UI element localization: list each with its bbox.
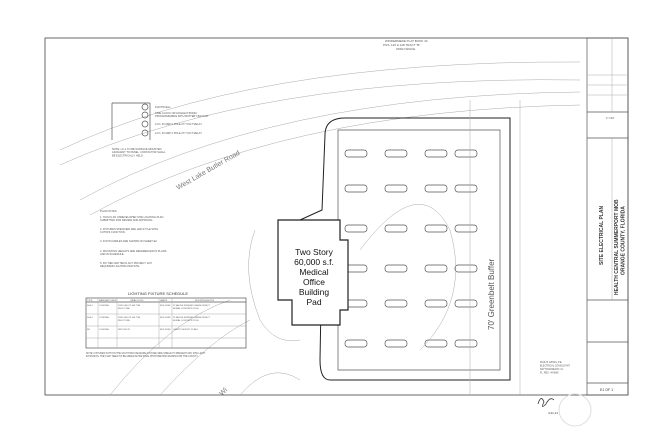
stamp-line: ELECTRICAL CONSULTANT — [540, 365, 571, 368]
open-space-line: OPEN SPACE — [396, 47, 415, 51]
parking-island — [454, 184, 478, 193]
parking-island — [424, 149, 448, 158]
engineer-stamp: PAUL B. ESTES, P.E. ELECTRICAL CONSULTAN… — [537, 361, 592, 427]
project-location: ORANGE COUNTY, FLORIDA — [621, 206, 627, 275]
parking-island — [424, 299, 448, 308]
sheet-title: SITE ELECTRICAL PLAN — [599, 206, 605, 265]
schedule-cell: DSX0 LED P3 40K T5M MVOLT SPA — [118, 317, 141, 322]
lighting-control-diagram: PHOTOCELL TIME CLOCK OR AN ELECTRONIC PR… — [111, 102, 209, 157]
schedule-title: LIGHTING FIXTURE SCHEDULE — [128, 291, 188, 296]
open-space-line: PGS. 126 & 128 TRACT "B" — [383, 43, 420, 47]
schedule-header: CATALOG NO. — [130, 299, 144, 302]
parking-island — [424, 264, 448, 273]
parking-island — [384, 339, 408, 348]
schedule-cell: INCLUDED — [160, 329, 171, 331]
stamp-line: DAYTONA BEACH, FL — [540, 368, 564, 371]
schedule-cell: 25' ABOVE FINISHED GRADE DIRECT BURIAL C… — [173, 316, 211, 322]
control-item: LCO, 30 AMP 2 POLE 277 VOLT RELAY — [155, 122, 202, 126]
parking-island — [424, 224, 448, 233]
parking-island — [384, 299, 408, 308]
signature — [537, 398, 555, 407]
parking-island — [344, 339, 368, 348]
stamp-line: FL. REG. 44 6865 — [540, 373, 559, 375]
parking-island — [384, 149, 408, 158]
schedule-cell: WL — [87, 329, 91, 331]
schedule-note: NOTE: FIXTURES WITH ON THE SOUTH MAY REQ… — [86, 352, 206, 358]
parking-island — [344, 224, 368, 233]
building-label-line: Pad — [306, 297, 321, 307]
sheet-number: E1 OF 1 — [600, 388, 613, 392]
stamp-line: PAUL B. ESTES, P.E. — [540, 361, 562, 364]
parking-island — [344, 149, 368, 158]
schedule-header: LAMPS — [160, 299, 168, 302]
parking-island — [454, 299, 478, 308]
plan-note: 2. FIXTURES SPECIFIED ARE LED STYLE WITH… — [100, 227, 159, 234]
building-label-line: Building — [299, 287, 330, 297]
building-pad: Two Story 60,000 s.f. Medical Office Bui… — [248, 219, 349, 342]
project-name: HEALTH CENTRAL SUMMERPORT MOB — [614, 199, 620, 295]
parking-island — [454, 224, 478, 233]
open-space-label: WINDERMERE PLAT BOOK 34 PGS. 126 & 128 T… — [383, 39, 428, 51]
building-label-line: Office — [303, 277, 325, 287]
parking-island — [424, 339, 448, 348]
schedule-cell: INCLUDED — [160, 305, 171, 307]
schedule-cell: WST LED P1 — [118, 329, 131, 331]
schedule-cell: LITHONIA — [99, 304, 109, 307]
parking-island — [384, 184, 408, 193]
schedule-cell: CANOPY MOUNT 12' AFG — [173, 328, 198, 331]
sheet-border — [44, 37, 629, 396]
schedule-cell: DSX0 LED P3 40K T4M MVOLT SPA — [118, 305, 141, 310]
building-label-line: Two Story — [295, 247, 334, 257]
schedule-header: MOUNTING/NOTES — [195, 300, 215, 302]
parking-island — [454, 149, 478, 158]
schedule-cell: SLA-1 — [87, 304, 94, 307]
parking-island — [454, 339, 478, 348]
title-block: 1"=40' SITE ELECTRICAL PLAN HEALTH CENTR… — [586, 37, 629, 396]
plan-note: 3. FOOTCANDLES ARE SHOWN ON SHEET E2. — [100, 239, 158, 243]
parking-island — [424, 184, 448, 193]
plan-note: 5. DO TIED WAY BE IN ANY PROJECT, ANY RE… — [100, 261, 153, 268]
parking-island — [384, 264, 408, 273]
plan-note: 1. THIS IS AN UNDEVELOPED SITE LIGHTING … — [100, 215, 164, 222]
building-label-line: 60,000 s.f. — [294, 257, 334, 267]
plan-note: PLAN NOTES: — [100, 209, 117, 213]
signature-date: 4.21.21 — [548, 411, 558, 415]
control-note: NOTE: LC-1 TO BE SURFACE MOUNTED ADJACEN… — [112, 147, 166, 157]
control-item: TIME CLOCK OR AN ELECTRONIC PROGRAMMABLE… — [155, 111, 209, 118]
plan-note: 4. MOUNTING HEIGHTS ARE REFERENCED IN PL… — [100, 249, 167, 256]
control-item: LCO, 30 AMP 2 POLE 277 VOLT RELAY — [155, 131, 202, 135]
schedule-cell: SLA-2 — [87, 316, 94, 319]
parking-island — [344, 184, 368, 193]
lighting-fixture-schedule: LIGHTING FIXTURE SCHEDULE TYPE MANUFACTU… — [85, 291, 247, 358]
schedule-cell: INCLUDED — [160, 317, 171, 319]
control-item: PHOTOCELL — [155, 105, 171, 109]
road-label-south: Wi — [218, 386, 229, 397]
parking-island — [384, 224, 408, 233]
schedule-cell: LITHONIA — [99, 328, 109, 331]
building-label-line: Medical — [299, 267, 328, 277]
schedule-header: MANUFACTURER — [99, 299, 117, 302]
plan-notes: PLAN NOTES: 1. THIS IS AN UNDEVELOPED SI… — [100, 209, 167, 268]
open-space-line: WINDERMERE PLAT BOOK 34 — [385, 39, 428, 43]
schedule-cell: 25' ABOVE FINISHED GRADE DIRECT BURIAL C… — [173, 304, 211, 310]
parking-island — [454, 264, 478, 273]
schedule-header: TYPE — [87, 300, 93, 302]
schedule-cell: LITHONIA — [99, 316, 109, 319]
greenbelt-buffer-label: 70' Greenbelt Buffer — [487, 258, 496, 330]
scale-text: 1"=40' — [606, 116, 615, 120]
